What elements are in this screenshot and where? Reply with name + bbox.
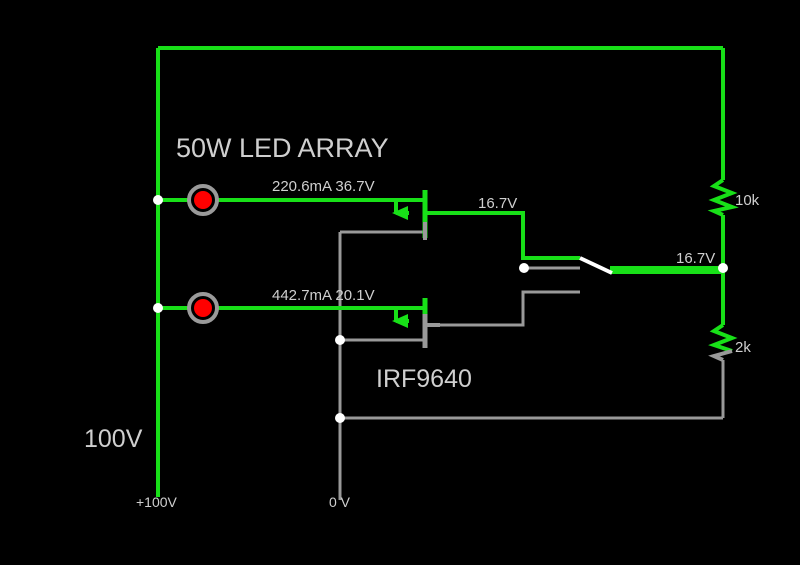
mosfet-bottom-source-lead	[394, 306, 425, 321]
led-top-body	[194, 191, 212, 209]
led-bottom[interactable]	[187, 292, 219, 324]
node-dot-ground-rail	[335, 413, 345, 423]
led-array-title: 50W LED ARRAY	[176, 133, 389, 163]
resistor-bottom-zigzag-energized	[708, 323, 738, 353]
led-top-measurement: 220.6mA 36.7V	[272, 178, 375, 195]
energized-wires	[156, 46, 725, 497]
mosfet-bottom-drain-wire	[440, 290, 580, 327]
rail-positive-label: +100V	[136, 494, 178, 510]
mosfet-part-label: IRF9640	[376, 365, 472, 393]
switch-common-dot	[519, 263, 529, 273]
led-bottom-body	[194, 299, 212, 317]
spdt-switch[interactable]	[519, 256, 613, 275]
node-dot-gate-bottom	[335, 335, 345, 345]
mosfet-bottom-arrow	[392, 314, 408, 328]
resistor-bottom[interactable]: 2k	[708, 323, 751, 362]
mosfet-bottom[interactable]	[392, 298, 440, 348]
led-bottom-measurement: 442.7mA 20.1V	[272, 287, 375, 304]
source-label: 100V	[84, 425, 143, 453]
resistor-bottom-label: 2k	[735, 339, 751, 356]
switch-blade	[579, 256, 613, 275]
resistor-top-zigzag	[707, 178, 739, 217]
divider-node-voltage-label: 16.7V	[676, 250, 715, 267]
node-dot-rail-bottom	[153, 303, 163, 313]
node-dot-rail-top	[153, 195, 163, 205]
ground-wires	[338, 230, 725, 500]
mosfet-top[interactable]	[392, 190, 440, 240]
gate-node-voltage-label: 16.7V	[478, 195, 517, 212]
rail-ground-label: 0 V	[329, 494, 351, 510]
resistor-top[interactable]: 10k	[707, 178, 760, 217]
led-top[interactable]	[187, 184, 219, 216]
mosfet-top-source-lead	[394, 198, 425, 213]
node-dots	[153, 195, 728, 423]
node-dot-divider	[718, 263, 728, 273]
resistor-top-label: 10k	[735, 192, 760, 209]
resistor-bottom-zigzag-ground	[708, 349, 733, 362]
mosfet-top-drain-wire	[440, 211, 580, 260]
mosfet-top-arrow	[392, 206, 408, 220]
